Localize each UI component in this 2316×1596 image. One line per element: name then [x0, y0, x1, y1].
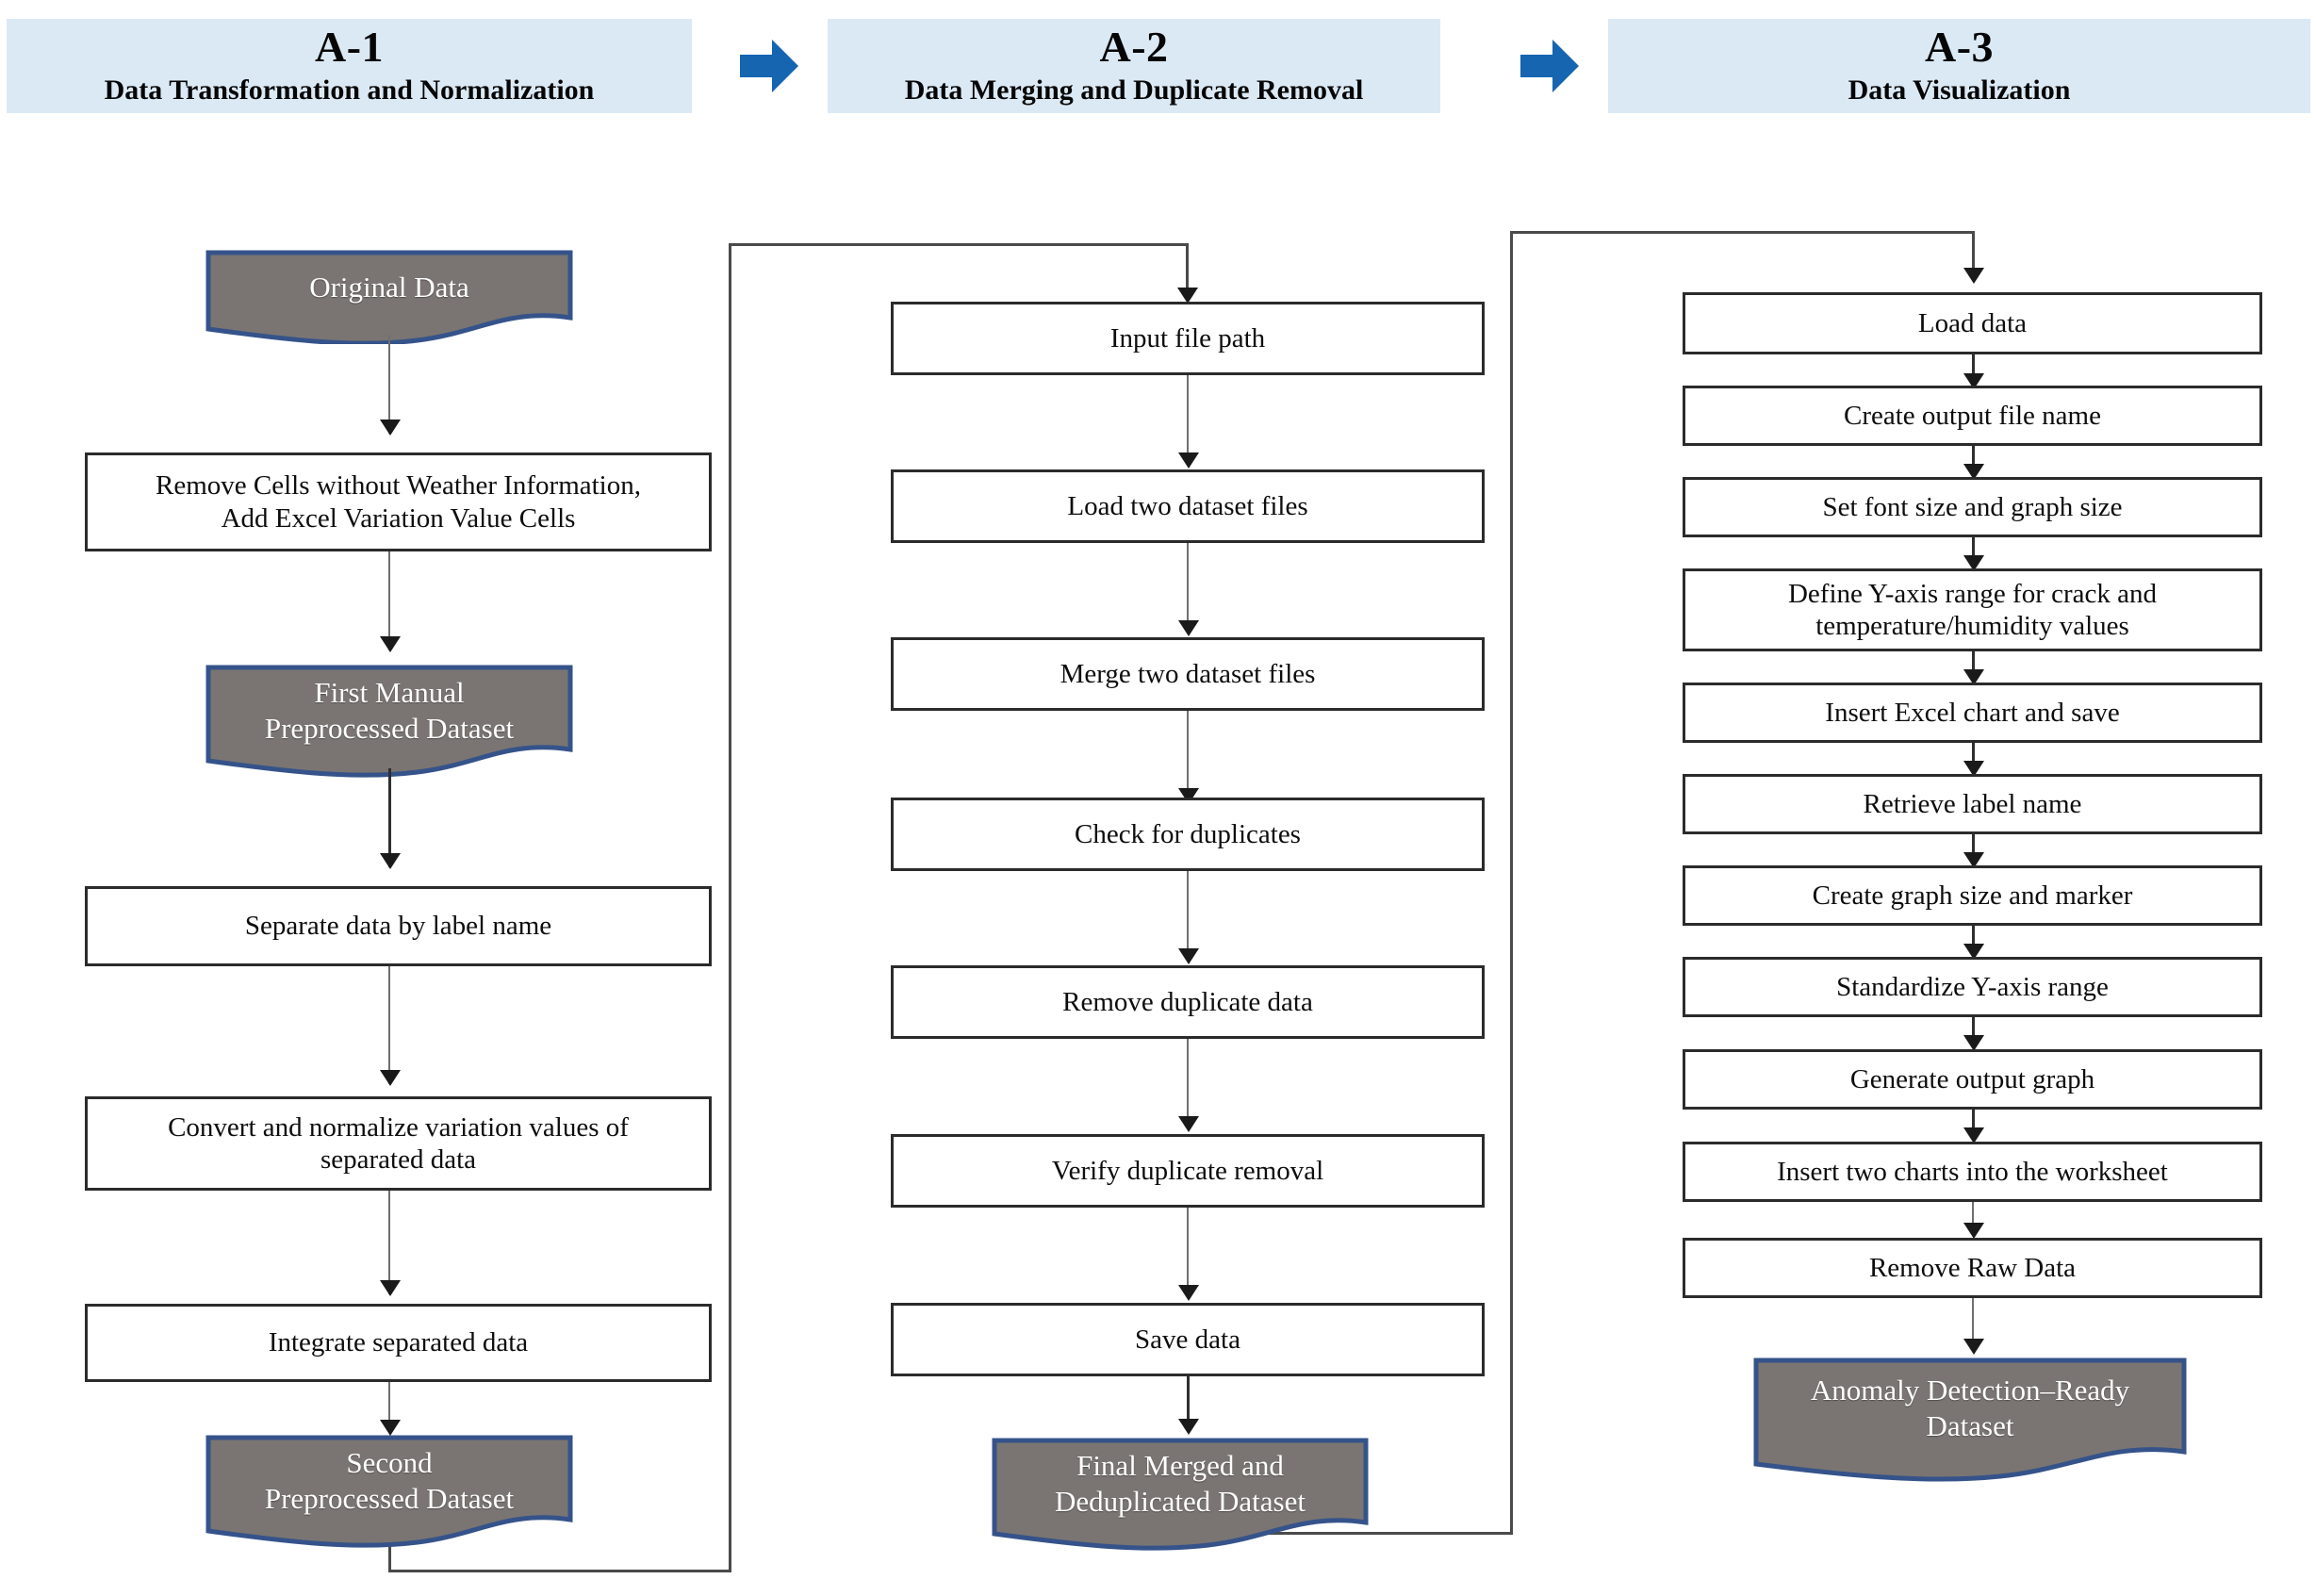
node-label-line-2: Add Excel Variation Value Cells: [221, 502, 576, 534]
node-label-line-1: Convert and normalize variation values o…: [168, 1111, 629, 1143]
node-generate-output-graph[interactable]: Generate output graph: [1683, 1049, 2262, 1110]
stage-header-a1: A-1 Data Transformation and Normalizatio…: [7, 19, 692, 113]
stage-arrow-a1-a2-icon: [740, 40, 798, 92]
node-label: Remove duplicate data: [1062, 986, 1313, 1017]
node-create-output-file-name[interactable]: Create output file name: [1683, 386, 2262, 446]
node-label: Integrate separated data: [268, 1327, 529, 1358]
node-convert-normalize-variation-values[interactable]: Convert and normalize variation values o…: [85, 1096, 712, 1191]
arrow-head: [1963, 555, 1984, 571]
arrow-head: [380, 636, 401, 652]
node-remove-cells-add-variation[interactable]: Remove Cells without Weather Information…: [85, 452, 712, 551]
node-label-line-2: separated data: [320, 1144, 477, 1175]
node-label: Merge two dataset files: [1059, 658, 1316, 689]
node-label: Insert Excel chart and save: [1825, 697, 2120, 728]
node-label: Set font size and graph size: [1822, 491, 2123, 522]
arrow-head: [1963, 1127, 1984, 1144]
node-final-merged-deduplicated-dataset[interactable]: Final Merged and Deduplicated Dataset: [992, 1438, 1369, 1551]
arrow-head: [1178, 1419, 1199, 1435]
node-original-data[interactable]: Original Data: [205, 250, 573, 344]
stage-subtitle-a1: Data Transformation and Normalization: [104, 74, 595, 107]
arrow-head: [380, 1280, 401, 1296]
node-insert-two-charts-into-worksheet[interactable]: Insert two charts into the worksheet: [1683, 1142, 2262, 1202]
node-check-for-duplicates[interactable]: Check for duplicates: [891, 798, 1485, 871]
stage-header-a3: A-3 Data Visualization: [1608, 19, 2310, 113]
node-second-preprocessed-dataset[interactable]: Second Preprocessed Dataset: [205, 1435, 573, 1548]
node-label: Verify duplicate removal: [1051, 1155, 1324, 1186]
node-label: Retrieve label name: [1863, 788, 2082, 819]
node-label: Insert two charts into the worksheet: [1777, 1156, 2168, 1187]
node-integrate-separated-data[interactable]: Integrate separated data: [85, 1304, 712, 1382]
node-label: Check for duplicates: [1075, 818, 1301, 849]
node-retrieve-label-name[interactable]: Retrieve label name: [1683, 774, 2262, 834]
node-standardize-y-axis-range[interactable]: Standardize Y-axis range: [1683, 957, 2262, 1017]
stage-code-a1: A-1: [314, 23, 385, 72]
node-save-data[interactable]: Save data: [891, 1303, 1485, 1376]
stage-code-a2: A-2: [1099, 23, 1169, 72]
node-label-line-1: Define Y-axis range for crack and: [1787, 578, 2158, 609]
arrow-head: [1178, 1116, 1199, 1132]
node-load-data[interactable]: Load data: [1683, 292, 2262, 354]
node-label: Remove Raw Data: [1868, 1252, 2077, 1283]
node-label-line-2: temperature/humidity values: [1815, 611, 2129, 641]
arrow-head: [1178, 620, 1199, 636]
arrow-head: [1963, 669, 1984, 685]
node-label: Load two dataset files: [1067, 490, 1308, 521]
arrow-head: [380, 853, 401, 869]
arrow-head: [1963, 1339, 1984, 1355]
arrow-head-a1-a2: [1177, 288, 1198, 304]
arrow-head-a2-a3: [1963, 268, 1984, 284]
node-create-graph-size-and-marker[interactable]: Create graph size and marker: [1683, 865, 2262, 926]
node-remove-duplicate-data[interactable]: Remove duplicate data: [891, 965, 1485, 1039]
node-set-font-size-and-graph-size[interactable]: Set font size and graph size: [1683, 477, 2262, 537]
node-anomaly-detection-ready-dataset[interactable]: Anomaly Detection–Ready Dataset: [1753, 1357, 2187, 1483]
arrow-head: [1178, 1285, 1199, 1301]
node-label: Separate data by label name: [244, 911, 552, 942]
arrow-head: [380, 1420, 401, 1436]
arrow-head: [1963, 373, 1984, 389]
node-label: Create output file name: [1844, 400, 2101, 431]
stage-header-a2: A-2 Data Merging and Duplicate Removal: [828, 19, 1440, 113]
node-separate-data-by-label-name[interactable]: Separate data by label name: [85, 886, 712, 966]
arrow-head: [1963, 944, 1984, 960]
arrow-head: [1178, 452, 1199, 469]
stage-arrow-a2-a3-icon: [1520, 40, 1579, 92]
node-label: Standardize Y-axis range: [1836, 971, 2109, 1002]
arrow-head: [380, 1070, 401, 1086]
node-input-file-path[interactable]: Input file path: [891, 302, 1485, 375]
node-label: Create graph size and marker: [1812, 880, 2133, 911]
arrow-head: [1963, 1223, 1984, 1239]
arrow-head: [1963, 852, 1984, 868]
node-verify-duplicate-removal[interactable]: Verify duplicate removal: [891, 1134, 1485, 1208]
arrow-head: [1963, 464, 1984, 480]
arrow-head: [1178, 948, 1199, 964]
node-label: Save data: [1135, 1324, 1240, 1355]
node-insert-excel-chart-and-save[interactable]: Insert Excel chart and save: [1683, 683, 2262, 743]
arrow-head: [380, 420, 401, 436]
stage-subtitle-a3: Data Visualization: [1848, 74, 2071, 107]
node-label-line-1: Remove Cells without Weather Information…: [156, 470, 641, 502]
node-define-y-axis-range[interactable]: Define Y-axis range for crack and temper…: [1683, 568, 2262, 651]
arrow-head: [1963, 1035, 1984, 1051]
stage-subtitle-a2: Data Merging and Duplicate Removal: [904, 74, 1364, 107]
node-label: Load data: [1917, 307, 2028, 338]
node-label: Generate output graph: [1849, 1063, 2095, 1094]
node-remove-raw-data[interactable]: Remove Raw Data: [1683, 1238, 2262, 1298]
node-load-two-dataset-files[interactable]: Load two dataset files: [891, 469, 1485, 543]
node-merge-two-dataset-files[interactable]: Merge two dataset files: [891, 637, 1485, 711]
arrow-head: [1963, 761, 1984, 777]
node-label: Input file path: [1109, 322, 1266, 354]
stage-code-a3: A-3: [1924, 23, 1995, 72]
node-first-manual-preprocessed-dataset[interactable]: First Manual Preprocessed Dataset: [205, 665, 573, 778]
